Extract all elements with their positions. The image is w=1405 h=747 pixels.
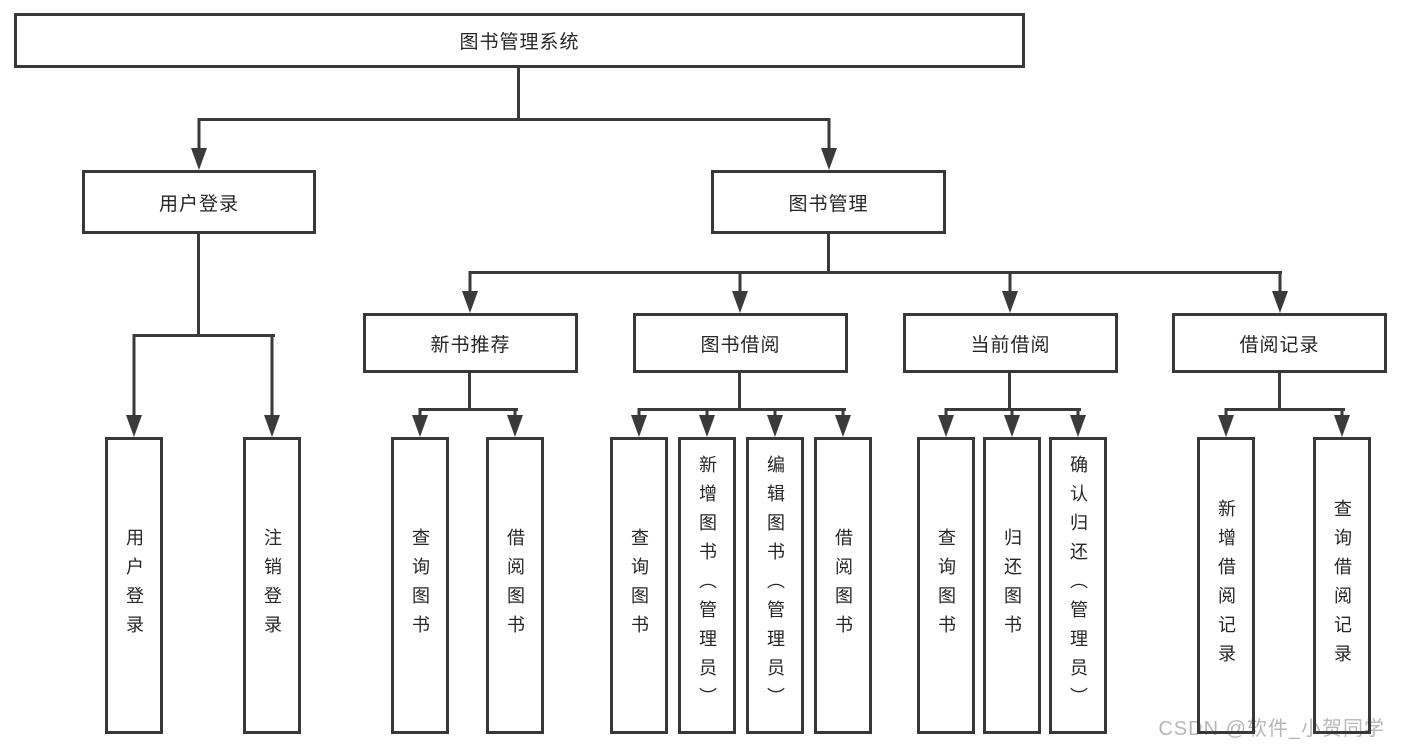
node-label: 新书推荐: [430, 334, 511, 356]
arrow-leaf: [507, 408, 523, 437]
arrow-leaf: [631, 408, 647, 437]
leaf-edit-books-admin: 编辑图书（管理员）: [746, 437, 804, 734]
connector-book-borrowing-drop: [738, 373, 741, 408]
connector-borrowing-records-drop: [1278, 373, 1281, 408]
node-label: 图书借阅: [700, 334, 781, 356]
node-current-borrowing: 当前借阅: [903, 313, 1118, 373]
arrow-leaf: [412, 408, 428, 437]
leaf-return-books: 归还图书: [983, 437, 1041, 734]
node-label: 新增借阅记录: [1216, 498, 1236, 673]
node-label: 当前借阅: [970, 334, 1051, 356]
arrow-to-user-login-leaf: [126, 334, 142, 437]
leaf-add-borrow-record: 新增借阅记录: [1197, 437, 1255, 734]
leaf-query-books-current: 查询图书: [917, 437, 975, 734]
node-label: 查询图书: [936, 527, 956, 644]
node-label: 注销登录: [262, 527, 282, 644]
node-label: 确认归还（管理员）: [1068, 455, 1088, 716]
node-label: 用户登录: [158, 193, 239, 215]
connector-book-borrowing-splitter: [639, 408, 846, 411]
connector-new-book-splitter: [420, 408, 518, 411]
arrow-to-user-login: [191, 118, 207, 170]
arrow-to-logout-leaf: [264, 334, 280, 437]
arrow-leaf: [1004, 408, 1020, 437]
node-label: 查询借阅记录: [1332, 498, 1352, 673]
leaf-add-books-admin: 新增图书（管理员）: [678, 437, 736, 734]
arrow-leaf: [1334, 408, 1350, 437]
node-label: 用户登录: [124, 527, 144, 644]
arrow-leaf: [699, 408, 715, 437]
node-label: 借阅图书: [505, 527, 525, 644]
node-label: 图书管理系统: [459, 32, 580, 53]
arrow-leaf: [835, 408, 851, 437]
node-label: 图书管理: [788, 193, 869, 215]
node-user-login-group: 用户登录: [82, 170, 316, 234]
arrow-to-current-borrowing: [1002, 271, 1018, 313]
connector-current-borrowing-drop: [1008, 373, 1011, 408]
leaf-confirm-return-admin: 确认归还（管理员）: [1049, 437, 1107, 734]
connector-top-splitter: [198, 118, 830, 121]
node-book-borrowing: 图书借阅: [633, 313, 848, 373]
node-label: 借阅记录: [1239, 334, 1320, 356]
arrow-to-new-book-recommend: [462, 271, 478, 313]
leaf-borrow-books-borrowing: 借阅图书: [814, 437, 872, 734]
node-label: 查询图书: [410, 527, 430, 644]
leaf-query-books-recommend: 查询图书: [391, 437, 449, 734]
node-new-book-recommend: 新书推荐: [363, 313, 578, 373]
arrow-to-book-management: [821, 118, 837, 170]
node-label: 归还图书: [1002, 527, 1022, 644]
arrow-to-book-borrowing: [732, 271, 748, 313]
arrow-to-borrowing-records: [1272, 271, 1288, 313]
leaf-logout: 注销登录: [243, 437, 301, 734]
leaf-query-borrow-record: 查询借阅记录: [1313, 437, 1371, 734]
connector-book-management-splitter: [470, 271, 1282, 274]
connector-user-login-drop: [197, 234, 200, 334]
node-library-management-system: 图书管理系统: [14, 13, 1025, 68]
leaf-user-login: 用户登录: [105, 437, 163, 734]
leaf-query-books-borrowing: 查询图书: [610, 437, 668, 734]
leaf-borrow-books-recommend: 借阅图书: [486, 437, 544, 734]
arrow-leaf: [1218, 408, 1234, 437]
arrow-leaf: [767, 408, 783, 437]
csdn-watermark: CSDN @软件_小贺同学: [1158, 718, 1385, 740]
node-label: 新增图书（管理员）: [697, 455, 717, 716]
node-borrowing-records: 借阅记录: [1172, 313, 1387, 373]
node-label: 编辑图书（管理员）: [765, 455, 785, 716]
connector-new-book-drop: [468, 373, 471, 408]
node-label: 查询图书: [629, 527, 649, 644]
arrow-leaf: [938, 408, 954, 437]
arrow-leaf: [1070, 408, 1086, 437]
connector-root-drop: [517, 68, 520, 121]
connector-book-management-drop: [827, 234, 830, 271]
connector-borrowing-records-splitter: [1226, 408, 1345, 411]
node-label: 借阅图书: [833, 527, 853, 644]
node-book-management: 图书管理: [711, 170, 946, 234]
connector-user-login-splitter: [134, 334, 275, 337]
